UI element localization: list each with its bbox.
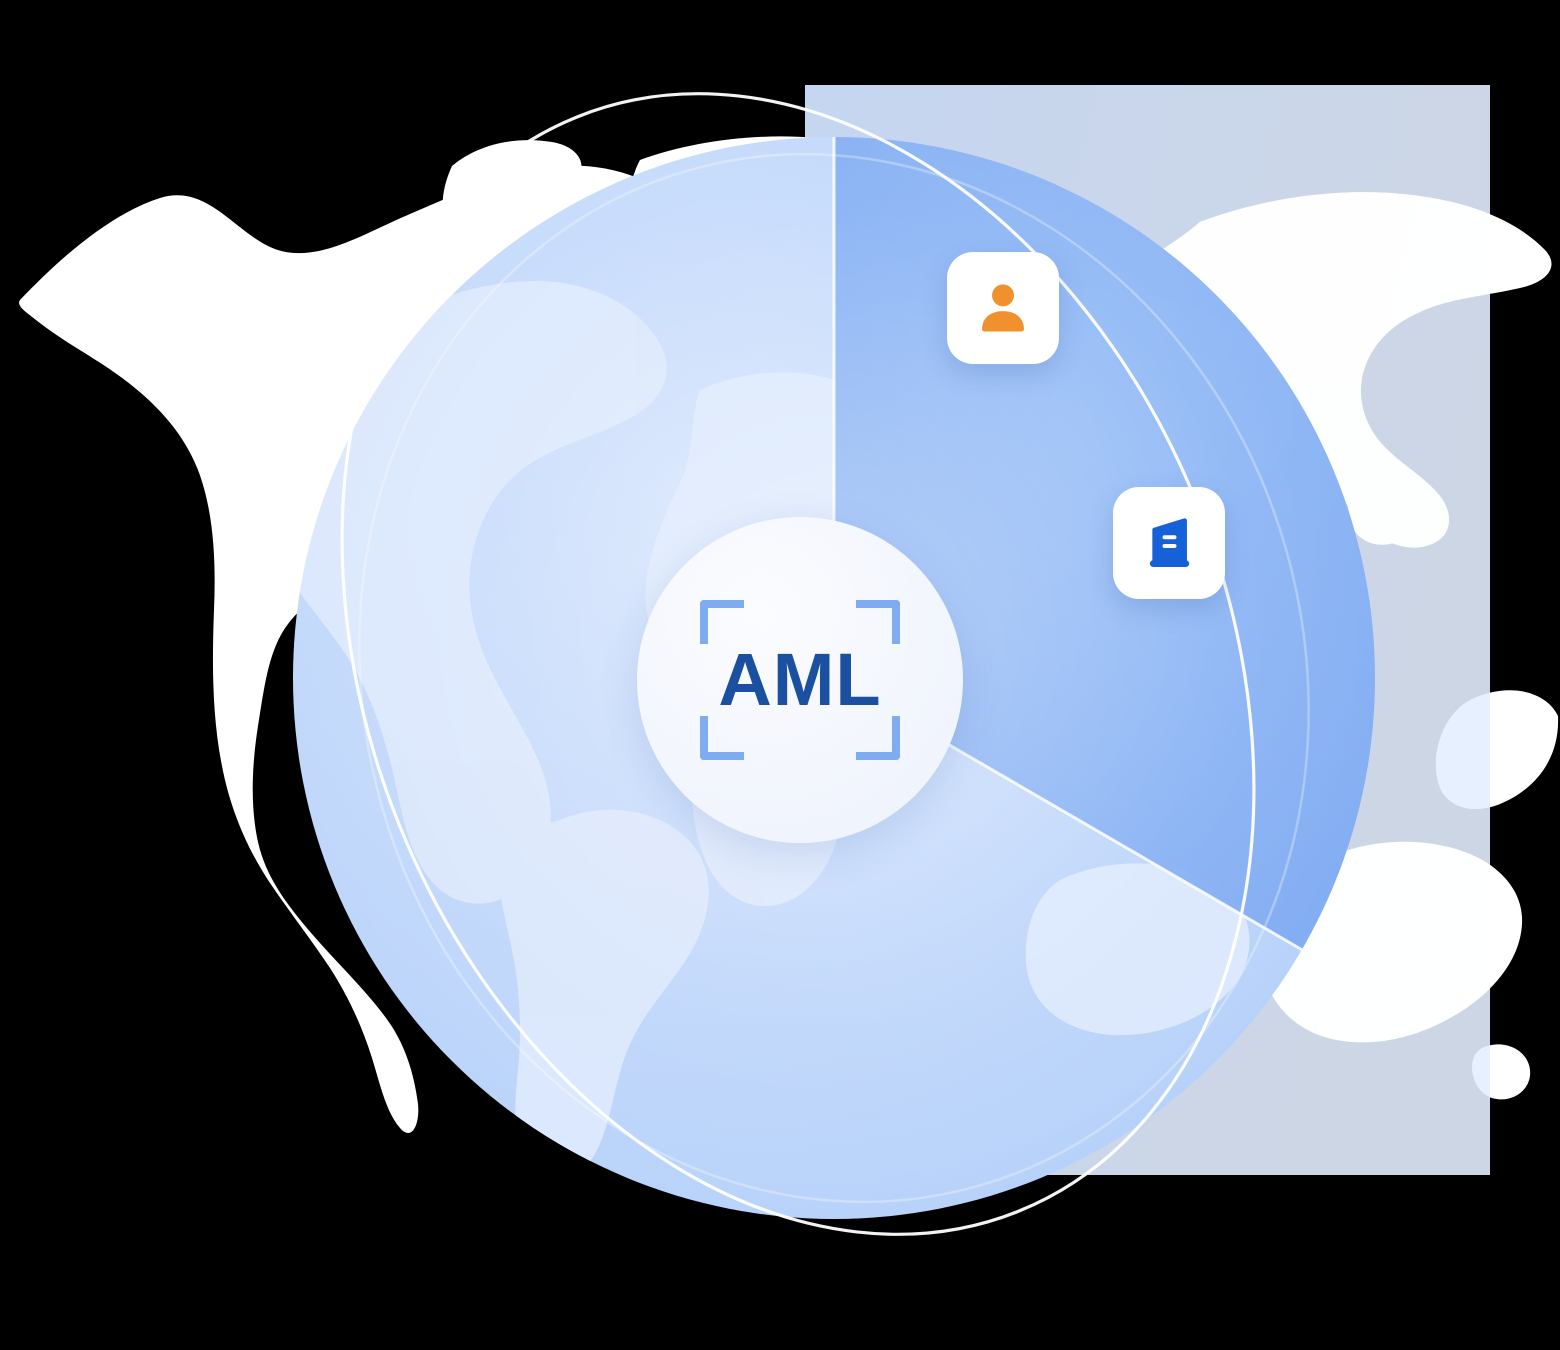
aml-label: AML (718, 638, 882, 721)
scan-corner-top-left (700, 600, 744, 644)
aml-emblem[interactable]: AML (637, 517, 963, 843)
scan-corner-top-right (856, 600, 900, 644)
scan-frame-icon: AML (700, 600, 900, 760)
scan-corner-bottom-right (856, 716, 900, 760)
company-badge-card[interactable] (1113, 487, 1225, 599)
person-icon (982, 284, 1024, 332)
globe-inner-latitude-arc (358, 152, 1310, 1204)
person-badge-card[interactable] (947, 252, 1059, 364)
company-building-icon (1149, 518, 1190, 568)
scan-corner-bottom-left (700, 716, 744, 760)
